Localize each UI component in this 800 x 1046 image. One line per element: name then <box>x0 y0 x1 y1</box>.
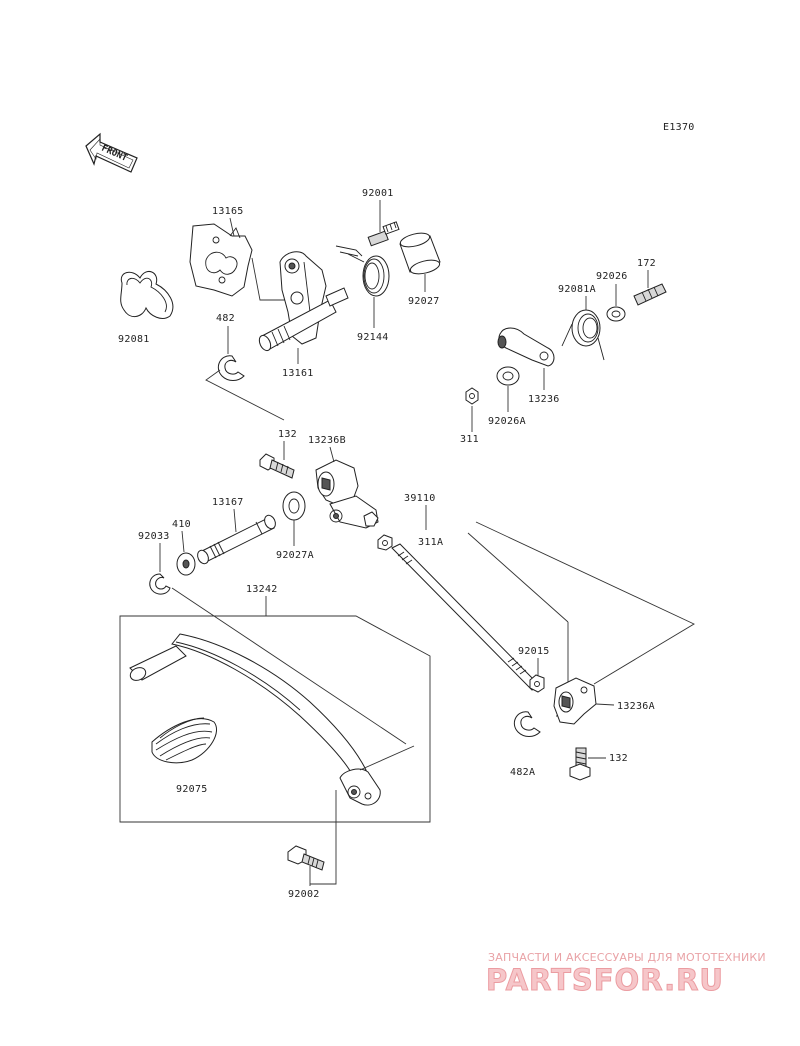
part-92081A-spring <box>561 309 605 361</box>
part-13161-shaft <box>258 251 349 352</box>
label-482: 482 <box>216 313 235 324</box>
label-92081: 92081 <box>118 334 150 345</box>
label-92027: 92027 <box>408 296 440 307</box>
pedal-assembly-frame <box>119 615 431 823</box>
watermark-tagline: ЗАПЧАСТИ И АКСЕССУАРЫ ДЛЯ МОТОТЕХНИКИ <box>488 951 766 964</box>
part-13165-plate <box>189 223 253 297</box>
part-92026-washer <box>606 306 626 322</box>
part-92144-spring <box>335 245 390 297</box>
label-92075: 92075 <box>176 784 208 795</box>
label-13165: 13165 <box>212 206 244 217</box>
part-92081-ring <box>120 270 174 319</box>
watermark-logo: PARTSFOR.RU <box>486 963 724 997</box>
label-13236A: 13236A <box>617 701 655 712</box>
part-172-stud <box>633 283 667 306</box>
part-132-bolt-lower <box>569 747 591 781</box>
part-311A-nut <box>377 534 393 551</box>
label-132-upper: 132 <box>278 429 297 440</box>
label-92144: 92144 <box>357 332 389 343</box>
label-92001: 92001 <box>362 188 394 199</box>
part-92015-nut <box>529 674 545 693</box>
label-13236: 13236 <box>528 394 560 405</box>
part-482A-circlip <box>513 711 541 737</box>
label-482A: 482A <box>510 767 535 778</box>
part-13167-shaft <box>197 514 276 565</box>
label-311: 311 <box>460 434 479 445</box>
part-92026A-washer <box>496 366 520 386</box>
part-39110-rod <box>391 543 541 691</box>
part-311-nut <box>465 387 479 405</box>
part-13236B-clamp <box>315 459 379 529</box>
part-92033-circlip <box>149 573 171 595</box>
label-13167: 13167 <box>212 497 244 508</box>
diagram-code: E1370 <box>663 122 695 133</box>
part-13236-lever <box>497 327 555 367</box>
label-172: 172 <box>637 258 656 269</box>
part-482-circlip <box>217 355 245 381</box>
label-132-lower: 132 <box>609 753 628 764</box>
part-132-bolt-upper <box>259 453 295 479</box>
label-13161: 13161 <box>282 368 314 379</box>
label-92033: 92033 <box>138 531 170 542</box>
label-92081A: 92081A <box>558 284 596 295</box>
part-13242-pedal <box>129 633 381 806</box>
part-92001-pin <box>367 221 400 247</box>
part-92027A-washer <box>282 491 306 521</box>
label-92002: 92002 <box>288 889 320 900</box>
label-39110: 39110 <box>404 493 436 504</box>
part-410-washer <box>176 552 196 576</box>
part-92075-rubber <box>151 717 217 764</box>
label-13242: 13242 <box>246 584 278 595</box>
label-311A: 311A <box>418 537 443 548</box>
part-13236A-clamp <box>553 677 597 725</box>
label-92026: 92026 <box>596 271 628 282</box>
label-410: 410 <box>172 519 191 530</box>
part-92002-bolt <box>287 845 325 871</box>
label-92015: 92015 <box>518 646 550 657</box>
part-92027-collar <box>399 232 441 275</box>
label-92026A: 92026A <box>488 416 526 427</box>
front-arrow-icon: FRONT <box>85 132 138 173</box>
label-13236B: 13236B <box>308 435 346 446</box>
label-92027A: 92027A <box>276 550 314 561</box>
